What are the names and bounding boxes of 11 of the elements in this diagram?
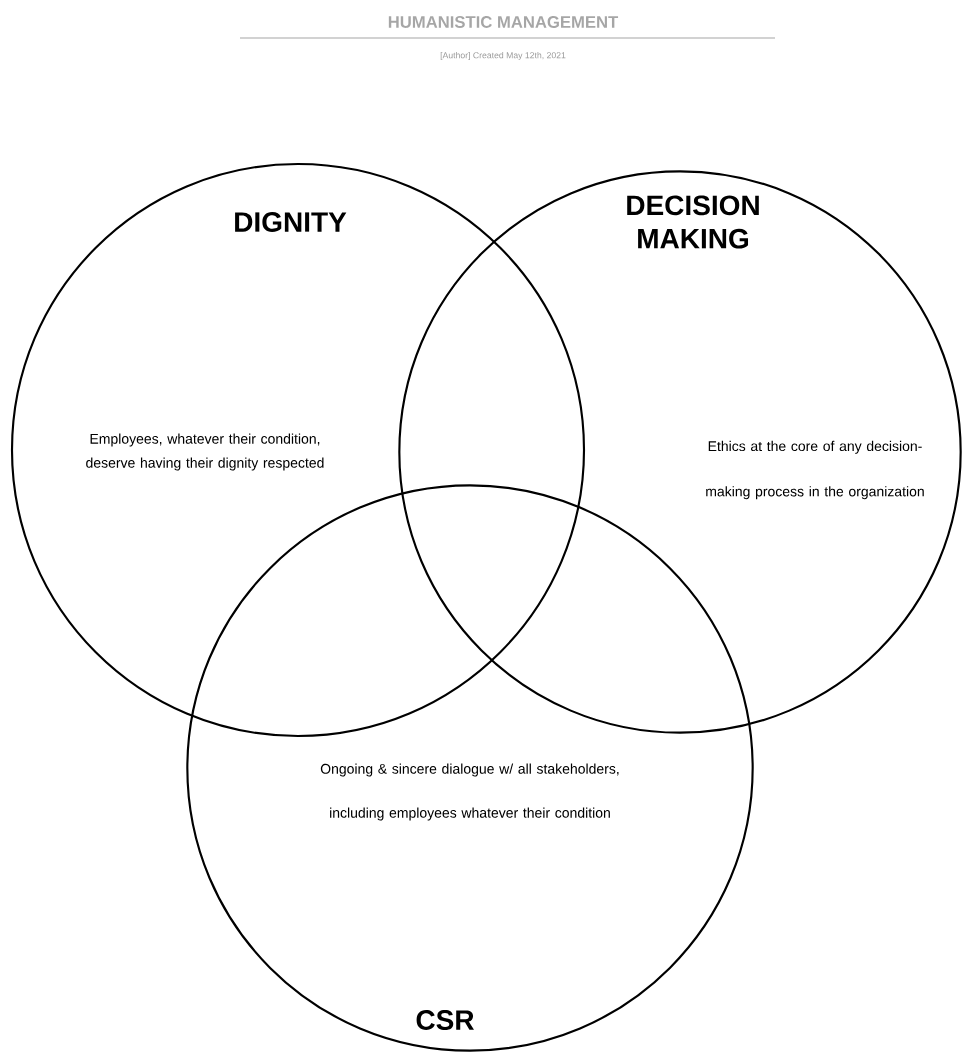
- circle-text: Ongoing & sincere dialogue w/ all stakeholders, including employees whatever their condition: [320, 763, 619, 821]
- title: HUMANISTIC MANAGEMENT: [388, 16, 619, 28]
- venn-circle: [186, 484, 754, 1052]
- circle-heading: CSR: [416, 1010, 474, 1030]
- subtitle: [Author] Created May 12th, 2021: [440, 51, 566, 61]
- venn-circle: [398, 170, 962, 734]
- circle-text: Ethics at the core of any decision-making process in the organization: [706, 440, 924, 500]
- circle-heading: DECISION MAKING: [627, 195, 759, 249]
- venn-circle: [10, 162, 586, 738]
- circle-text: Employees, whatever their condition, deserve having their dignity respected: [86, 433, 324, 471]
- circle-heading: DIGNITY: [235, 212, 347, 232]
